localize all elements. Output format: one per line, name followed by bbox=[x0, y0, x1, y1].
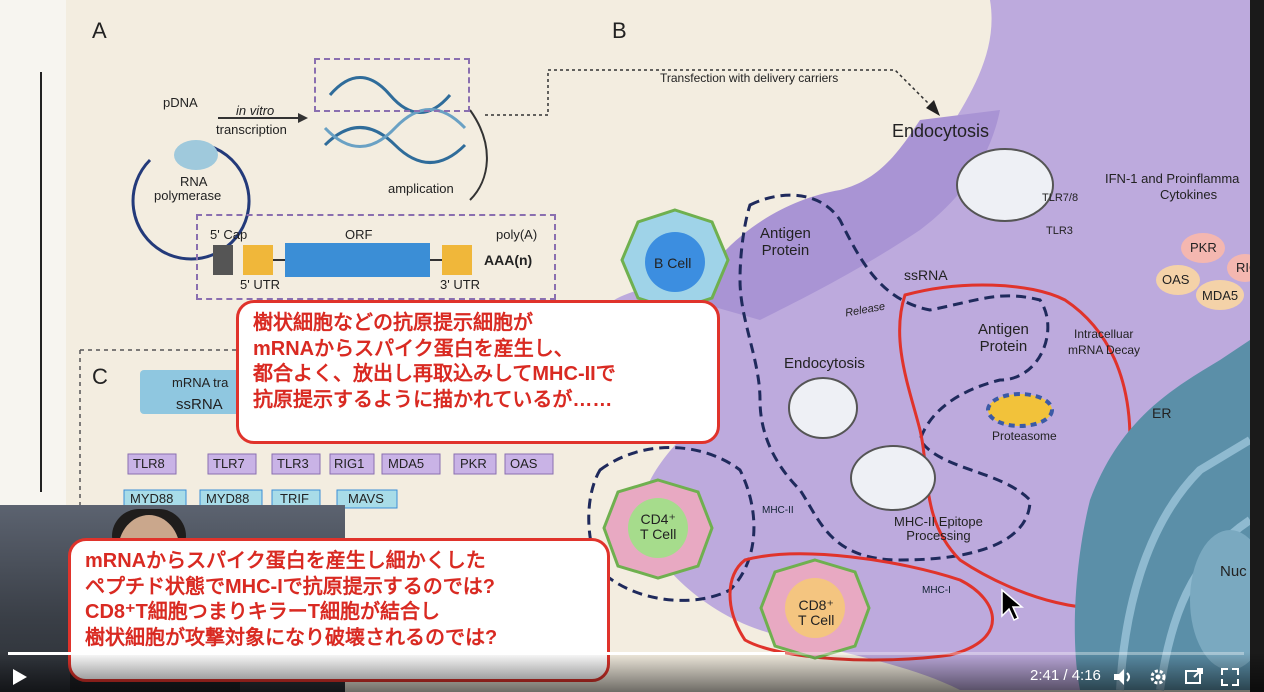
progress-fill bbox=[8, 652, 786, 655]
cytokines-label: Cytokines bbox=[1160, 187, 1218, 202]
orf-label: ORF bbox=[345, 227, 373, 242]
callout-bottom-line: mRNAからスパイク蛋白を産生し細かくした bbox=[85, 550, 486, 572]
cd4-label: CD4⁺T Cell bbox=[640, 511, 677, 543]
adaptor-label: MYD88 bbox=[130, 491, 174, 506]
mda5-b-label: MDA5 bbox=[1202, 288, 1239, 303]
panel-b-letter: B bbox=[612, 18, 627, 43]
progress-bar[interactable] bbox=[8, 652, 1244, 655]
callout-top-line: 樹状細胞などの抗原提示細胞が bbox=[253, 312, 533, 334]
oas-b-label: OAS bbox=[1162, 272, 1190, 287]
receptor-label: TLR7 bbox=[213, 456, 245, 471]
proteasome-label: Proteasome bbox=[992, 429, 1057, 443]
endocytosis-top-label: Endocytosis bbox=[892, 121, 990, 141]
adaptor-label: TRIF bbox=[280, 491, 309, 506]
rna-label: RNA bbox=[180, 174, 208, 189]
time-display: 2:41 / 4:16 bbox=[1030, 667, 1101, 684]
miniplayer-icon bbox=[1185, 668, 1203, 684]
callout-bottom-line: CD8⁺T細胞つまりキラーT細胞が結合し bbox=[85, 601, 440, 624]
settings-button[interactable] bbox=[1148, 667, 1168, 689]
pdna-label: pDNA bbox=[163, 95, 198, 110]
endocytosis-mid-label: Endocytosis bbox=[784, 355, 865, 372]
play-icon bbox=[13, 669, 27, 685]
play-button[interactable] bbox=[10, 667, 28, 689]
transfection-label: Transfection with delivery carriers bbox=[660, 71, 839, 85]
callout-top-line: mRNAからスパイク蛋白を産生し、 bbox=[253, 337, 574, 360]
poly-a-label: poly(A) bbox=[496, 227, 538, 242]
ssrna-c-label: ssRNA bbox=[176, 396, 223, 413]
volume-icon bbox=[1114, 669, 1130, 685]
callout-bottom-line: ペプチド状態でMHC-Iで抗原提示するのでは? bbox=[85, 575, 495, 598]
cap-label: 5' Cap bbox=[210, 227, 248, 242]
transcription-label: transcription bbox=[216, 122, 287, 137]
intracell-label: Intracelluar bbox=[1074, 327, 1134, 341]
mhc2-label: MHC-II bbox=[762, 505, 794, 516]
receptor-label: TLR8 bbox=[133, 456, 165, 471]
fullscreen-icon bbox=[1221, 668, 1239, 686]
mrna-tr-label: mRNA tra bbox=[172, 375, 229, 390]
receptor-label: TLR3 bbox=[277, 456, 309, 471]
ssrna-b-label: ssRNA bbox=[904, 267, 948, 283]
panel-c-letter: C bbox=[92, 364, 108, 389]
tlr3-label: TLR3 bbox=[1046, 225, 1073, 237]
polymerase-label: polymerase bbox=[154, 188, 222, 203]
decay-label: mRNA Decay bbox=[1068, 343, 1141, 357]
fullscreen-button[interactable] bbox=[1220, 667, 1240, 689]
gear-icon bbox=[1150, 669, 1166, 685]
receptor-label: RIG1 bbox=[334, 456, 365, 471]
callout-bottom-line: 樹状細胞が攻撃対象になり破壊されるのでは? bbox=[85, 626, 498, 649]
pkr-b-label: PKR bbox=[1190, 240, 1217, 255]
utr3-label: 3' UTR bbox=[440, 277, 481, 292]
player-controls bbox=[0, 652, 1264, 692]
mrna-construct-box bbox=[196, 214, 556, 300]
panel-a-letter: A bbox=[92, 18, 107, 43]
right-edge bbox=[1250, 0, 1264, 692]
er-label: ER bbox=[1152, 405, 1172, 421]
transcript-box bbox=[314, 58, 470, 112]
amplication-label: amplication bbox=[388, 181, 454, 196]
utr5-label: 5' UTR bbox=[240, 277, 281, 292]
callout-top-line: 都合よく、放出し再取込みしてMHC-IIで bbox=[253, 363, 616, 386]
nuc-label: Nuc bbox=[1220, 563, 1247, 580]
callout-top-line: 抗原提示するように描かれているが…… bbox=[253, 388, 613, 411]
cd8-label: CD8⁺T Cell bbox=[798, 597, 835, 629]
receptor-label: PKR bbox=[460, 456, 487, 471]
adaptor-label: MAVS bbox=[348, 491, 384, 506]
ifn-label: IFN-1 and Proinflamma bbox=[1105, 171, 1240, 186]
in-vitro-label: in vitro bbox=[236, 103, 275, 118]
callout-top: 樹状細胞などの抗原提示細胞が mRNAからスパイク蛋白を産生し、 都合よく、放出… bbox=[236, 300, 720, 444]
b-cell-label: B Cell bbox=[654, 255, 692, 271]
mhc1-label: MHC-I bbox=[922, 585, 951, 596]
receptor-label: OAS bbox=[510, 456, 538, 471]
receptor-label: MDA5 bbox=[388, 456, 425, 471]
tlr78-label: TLR7/8 bbox=[1042, 192, 1079, 204]
mouse-cursor bbox=[1001, 588, 1024, 622]
aaa-label: AAA(n) bbox=[484, 252, 533, 268]
volume-button[interactable] bbox=[1112, 667, 1134, 689]
adaptor-label: MYD88 bbox=[206, 491, 250, 506]
miniplayer-button[interactable] bbox=[1184, 667, 1204, 689]
